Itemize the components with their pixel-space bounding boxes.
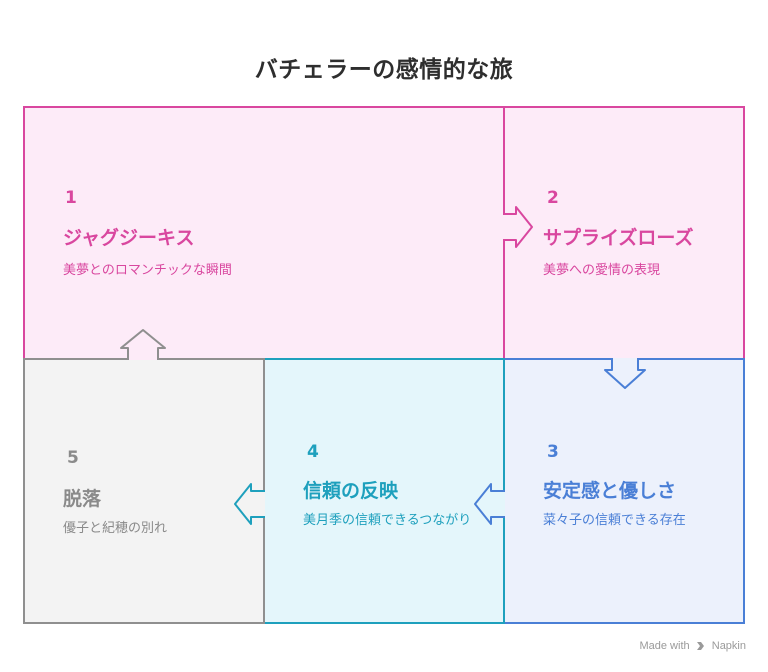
- step-5-number: 5: [67, 448, 79, 468]
- step-3-number: 3: [547, 442, 559, 462]
- step-1-heading: ジャグジーキス: [63, 227, 195, 249]
- step-4-heading: 信頼の反映: [303, 480, 399, 502]
- arrow-left-icon: [474, 483, 505, 525]
- arrow-right-icon: [503, 206, 533, 248]
- step-5-description: 優子と紀穂の別れ: [63, 521, 168, 536]
- step-2-box: 2 サプライズローズ 美夢への愛情の表現: [503, 106, 745, 360]
- footer-credit: Made with Napkin: [639, 640, 746, 652]
- step-1-box: 1 ジャグジーキス 美夢とのロマンチックな瞬間: [23, 106, 505, 360]
- step-1-description: 美夢とのロマンチックな瞬間: [63, 263, 232, 278]
- step-4-number: 4: [307, 442, 319, 462]
- arrow-left-icon: [234, 483, 265, 525]
- arrow-down-icon: [604, 358, 646, 389]
- step-3-box: 3 安定感と優しさ 菜々子の信頼できる存在: [503, 358, 745, 624]
- napkin-logo-icon: [696, 642, 704, 651]
- step-3-description: 菜々子の信頼できる存在: [543, 513, 686, 528]
- made-with-label: Made with: [639, 640, 690, 652]
- diagram-title: バチェラーの感情的な旅: [254, 57, 514, 83]
- step-2-description: 美夢への愛情の表現: [543, 263, 661, 278]
- step-5-heading: 脱落: [63, 488, 102, 510]
- step-4-description: 美月季の信頼できるつながり: [303, 513, 472, 528]
- step-5-box: 5 脱落 優子と紀穂の別れ: [23, 358, 265, 624]
- napkin-brand-label: Napkin: [711, 640, 746, 652]
- arrow-up-icon: [120, 329, 166, 360]
- step-3-heading: 安定感と優しさ: [543, 480, 677, 502]
- step-2-number: 2: [547, 188, 559, 208]
- step-1-number: 1: [65, 188, 77, 208]
- step-2-heading: サプライズローズ: [543, 227, 694, 249]
